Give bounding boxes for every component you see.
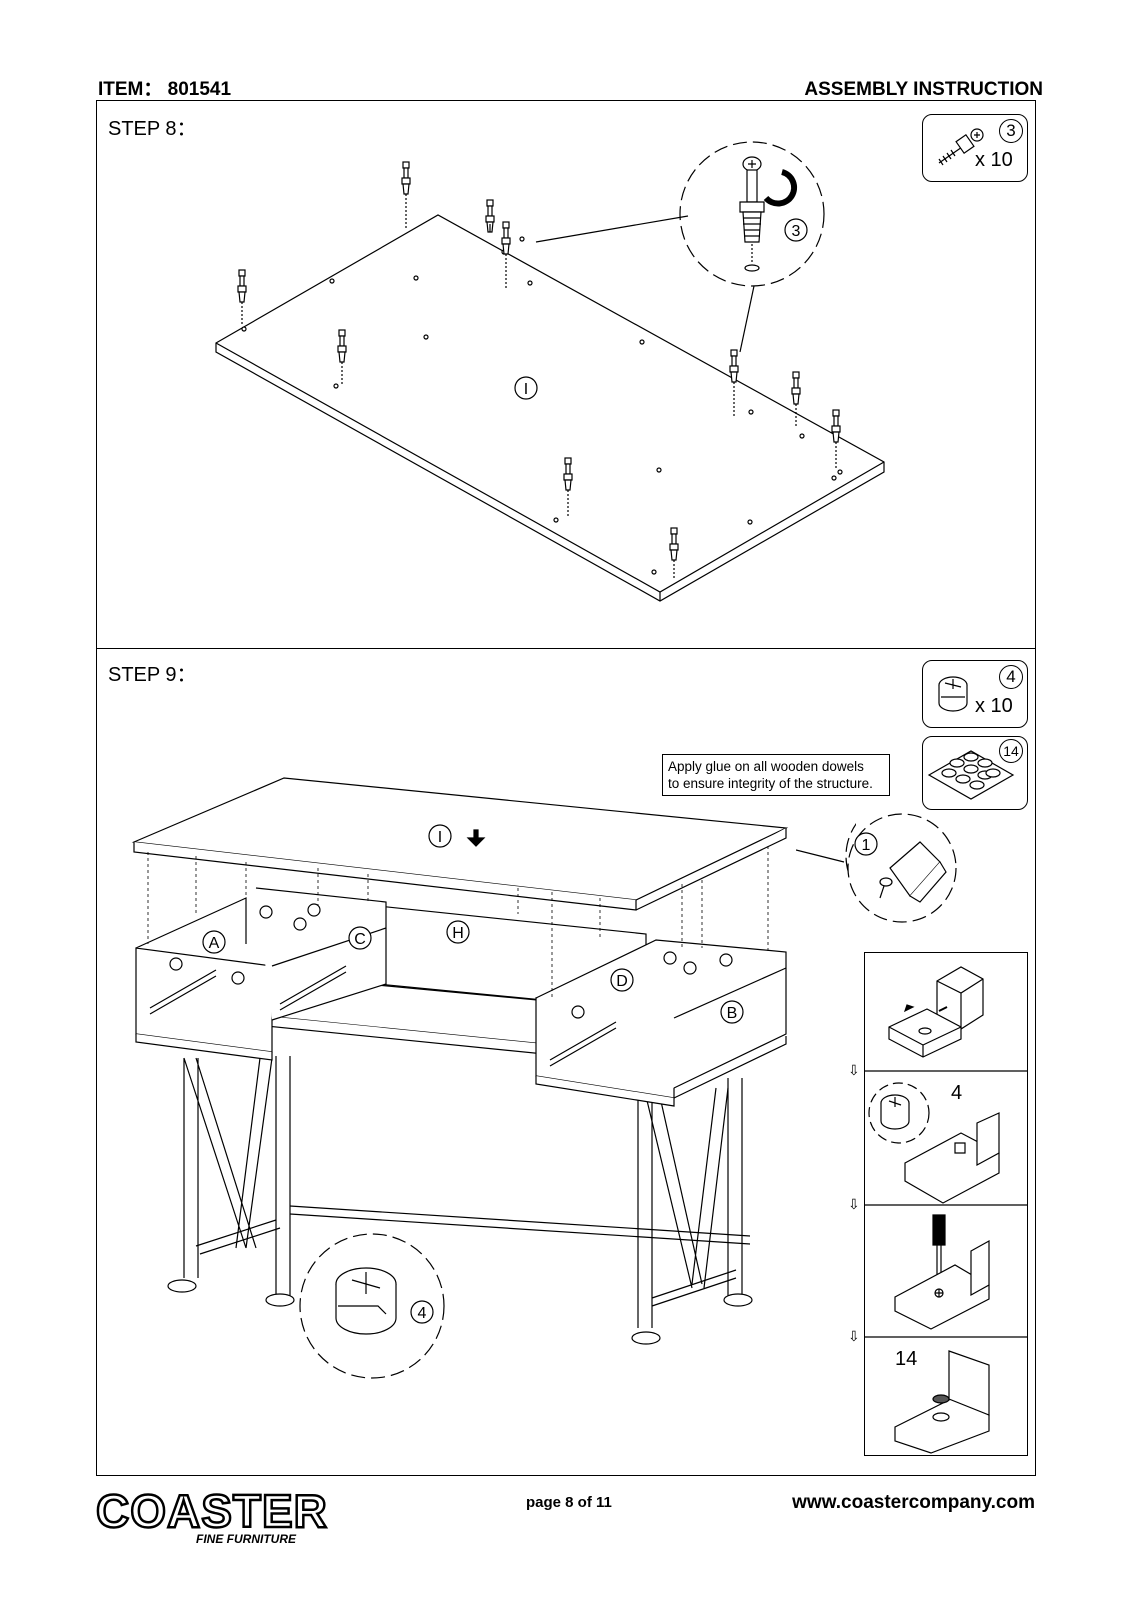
step-9-hardware-box: 4 x 10 [922,660,1028,728]
down-arrow-icon: ⇩ [848,1196,860,1212]
step-divider [96,648,1036,649]
panel-letter-h: H [452,925,464,942]
panel-letter-i: I [438,829,442,846]
part-number-14: 14 [999,739,1023,763]
dowel-callout-leader [796,849,845,863]
logo-tagline: FINE FURNITURE [196,1532,296,1546]
felt-pad-sheet-icon [927,750,1015,800]
step-8-label: STEP 8： [108,118,197,140]
website-link[interactable]: www.coastercompany.com [792,1492,1035,1513]
glue-note: Apply glue on all wooden dowels to ensur… [662,754,890,796]
part-quantity: x 10 [975,695,1013,717]
document-title: ASSEMBLY INSTRUCTION [804,79,1043,100]
step-9-diagram: I A C H D B 4 [131,777,856,1379]
panel-letter-a: A [209,935,220,952]
cam-lock-sequence-diagram: 4 14 [865,966,1027,1454]
callout-part-4: 4 [418,1305,427,1322]
cam-bolt-icon [938,128,984,166]
item-number: ITEM： 801541 [98,79,232,100]
callout-part-3: 3 [792,223,801,240]
callout-part-1: 1 [862,837,871,854]
page-number: page 8 of 11 [526,1494,612,1511]
instruction-frame [96,100,1036,1476]
panel-letter-i: I [524,381,528,398]
panel-letter-d: D [616,973,628,990]
sequence-pad-label: 14 [895,1348,917,1370]
cam-lock-sequence-panel: 4 14 [864,952,1028,1456]
cam-lock-icon [938,676,968,712]
glue-note-line-2: to ensure integrity of the structure. [668,776,873,791]
dowel-callout: 1 [840,813,957,923]
step-8-diagram: 3 I [215,141,885,602]
felt-pads-box: 14 [922,736,1028,810]
sequence-cam-label: 4 [951,1082,962,1104]
panel-letter-c: C [354,931,366,948]
step-8-hardware-box: 3 x 10 [922,114,1028,182]
down-arrow-icon: ⇩ [848,1328,860,1344]
step-9-label: STEP 9： [108,664,197,686]
logo-wordmark: COASTER [95,1485,328,1537]
down-arrow-icon: ⇩ [848,1062,860,1078]
part-number-4: 4 [999,665,1023,689]
coaster-logo: COASTER FINE FURNITURE [95,1485,328,1546]
part-quantity: x 10 [975,149,1013,171]
part-number-3: 3 [999,119,1023,143]
panel-letter-b: B [727,1005,738,1022]
glue-note-line-1: Apply glue on all wooden dowels [668,759,864,774]
